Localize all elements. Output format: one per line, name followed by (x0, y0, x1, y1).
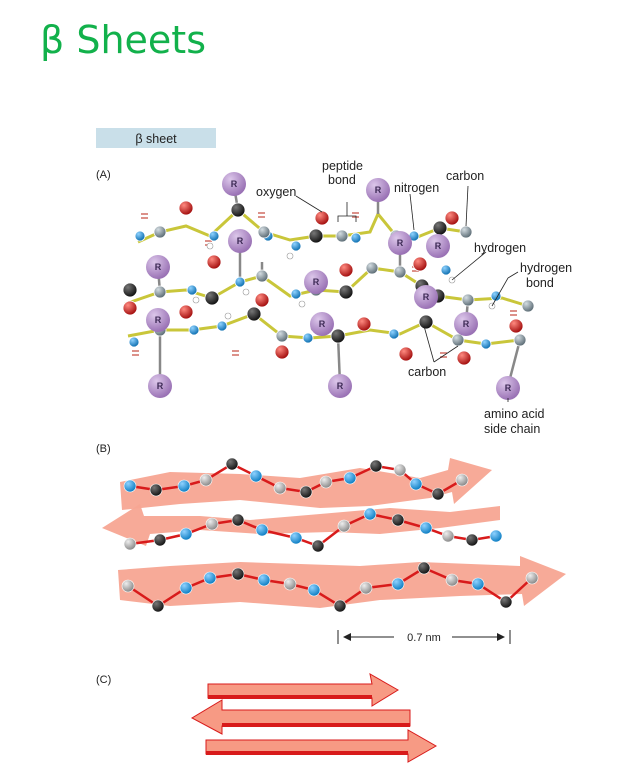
ribbon-strand-1 (120, 458, 492, 510)
page-title: β Sheets (40, 18, 206, 62)
schematic-arrow-3 (205, 729, 438, 763)
r-group (366, 178, 390, 202)
r-group (454, 312, 478, 336)
r-group (228, 229, 252, 253)
r-group (414, 285, 438, 309)
r-group (496, 376, 520, 400)
r-group (146, 255, 170, 279)
r-groups: R R R R R R R R R R R R R R (146, 172, 520, 400)
scale-bar (337, 630, 511, 644)
r-group (148, 374, 172, 398)
r-group-label: R (397, 238, 404, 248)
label-hydrogen-bond-2: bond (526, 276, 554, 290)
r-group-label: R (463, 319, 470, 329)
r-group (388, 231, 412, 255)
backbone-3 (127, 566, 533, 608)
ribbon-model (102, 457, 566, 613)
label-oxygen: oxygen (256, 185, 296, 199)
label-hydrogen-bond-1: hydrogen (520, 261, 572, 275)
panel-b-label: (B) (96, 443, 111, 455)
r-group-label: R (155, 262, 162, 272)
ribbon-strand-3 (118, 556, 566, 608)
r-group-label: R (423, 292, 430, 302)
r-group (222, 172, 246, 196)
r-group (426, 234, 450, 258)
label-carbon-bottom: carbon (408, 365, 446, 379)
r-group (310, 312, 334, 336)
r-group-label: R (505, 383, 512, 393)
schematic-arrow-1 (207, 673, 399, 707)
r-group-label: R (237, 236, 244, 246)
ball-stick-model: R R R R R R R R R R R R R R (122, 172, 535, 400)
r-group-label: R (231, 179, 238, 189)
label-carbon-top: carbon (446, 169, 484, 183)
panel-c-label: (C) (96, 674, 111, 686)
r-group (328, 374, 352, 398)
schematic-arrows (190, 673, 438, 763)
label-side-chain-1: amino acid (484, 407, 544, 421)
r-group (304, 270, 328, 294)
label-peptide-bond-1: peptide (322, 159, 363, 173)
label-hydrogen: hydrogen (474, 241, 526, 255)
r-group-label: R (313, 277, 320, 287)
r-group-label: R (337, 381, 344, 391)
schematic-arrow-2 (190, 699, 411, 735)
panel-a-label: (A) (96, 169, 111, 181)
r-group-label: R (157, 381, 164, 391)
r-group-label: R (375, 185, 382, 195)
r-group-label: R (435, 241, 442, 251)
label-nitrogen: nitrogen (394, 181, 439, 195)
r-group-label: R (155, 315, 162, 325)
header-tab (96, 128, 216, 148)
r-group-label: R (319, 319, 326, 329)
label-peptide-bond-2: bond (328, 173, 356, 187)
scale-label: 0.7 nm (407, 632, 441, 644)
r-group (146, 308, 170, 332)
header-tab-label: β sheet (135, 132, 177, 146)
label-side-chain-2: side chain (484, 422, 540, 436)
